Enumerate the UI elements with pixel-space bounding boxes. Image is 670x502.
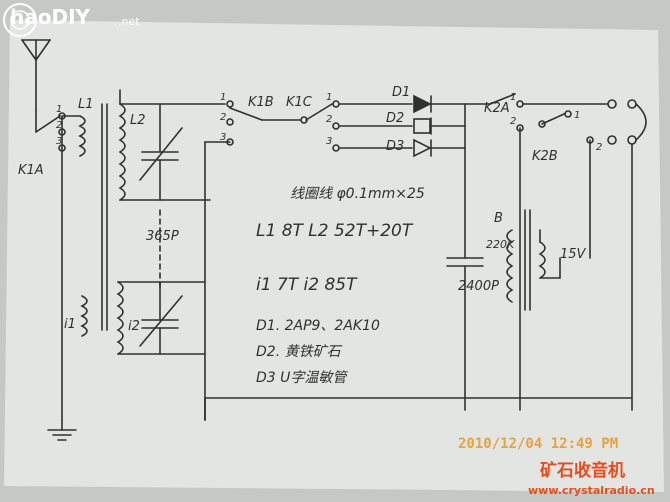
watermark-text: haoDIY: [10, 5, 91, 29]
pos-2b: 2: [220, 112, 226, 123]
label-b: B: [494, 211, 503, 226]
pos-1b: 1: [220, 92, 226, 103]
switch-k1b: [204, 100, 263, 421]
ground-icon: [47, 419, 77, 441]
label-365p: 365P: [146, 229, 179, 244]
label-l1: L1: [78, 97, 94, 112]
coil-i2: [116, 281, 206, 355]
pos-2e: 2: [596, 142, 602, 153]
note-d3: D3 U字温敏管: [256, 370, 348, 386]
antenna-icon: [21, 39, 51, 111]
site-watermark-url: www.crystalradio.cn: [528, 484, 655, 497]
note-d2: D2. 黄铁矿石: [256, 344, 343, 360]
watermark-suffix: .net: [118, 15, 140, 28]
watermark-logo: haoDIY .net: [3, 3, 140, 37]
date-stamp: 2010/12/04 12:49 PM: [458, 436, 618, 452]
label-k2b: K2B: [532, 149, 558, 164]
coil-l2: [118, 89, 226, 201]
capacitor-2400p: [446, 257, 484, 411]
diode-d2: [339, 117, 466, 135]
note-i-turns: i1 7T i2 85T: [256, 275, 358, 295]
ferrite-core: [101, 103, 108, 331]
label-l2: L2: [130, 113, 146, 128]
paper-sheet: [4, 20, 664, 492]
pos-2c: 2: [326, 114, 332, 125]
diode-d3: [339, 138, 466, 158]
coil-i1: [80, 295, 88, 337]
label-15v: 15V: [560, 247, 587, 262]
pos-2d: 2: [510, 116, 516, 127]
label-k1c: K1C: [286, 95, 313, 110]
label-d3: D3: [386, 139, 404, 154]
note-d1: D1. 2AP9、2AK10: [256, 318, 380, 334]
pos-3a: 3: [56, 136, 62, 147]
diode-d1: [339, 94, 466, 114]
label-i2: i2: [128, 319, 140, 334]
headphone-jack-icon: [607, 99, 647, 411]
variable-capacitor-top: [139, 103, 183, 201]
pos-1a: 1: [56, 104, 62, 115]
pos-2a: 2: [56, 120, 62, 131]
pos-1d: 1: [510, 92, 516, 103]
pos-3c: 3: [326, 136, 332, 147]
coil-l1: [61, 115, 86, 421]
label-k1a: K1A: [18, 163, 44, 178]
note-l-turns: L1 8T L2 52T+20T: [256, 221, 414, 241]
label-k2a: K2A: [484, 101, 510, 116]
note-wire: 线圈线 φ0.1mm×25: [290, 186, 425, 202]
label-d1: D1: [392, 85, 410, 100]
pos-3b: 3: [220, 132, 226, 143]
label-d2: D2: [386, 111, 404, 126]
switch-k2a: [464, 93, 609, 411]
switch-k2b: [538, 110, 594, 259]
label-220k: 220K: [486, 238, 515, 251]
transformer-b: [506, 209, 561, 311]
label-i1: i1: [64, 317, 76, 332]
site-watermark-cn: 矿石收音机: [540, 460, 625, 481]
variable-capacitor-bottom: [139, 281, 183, 355]
label-2400p: 2400P: [458, 279, 499, 294]
pos-1e: 1: [574, 110, 580, 121]
label-k1b: K1B: [248, 95, 274, 110]
switch-k1c: [261, 100, 340, 152]
pos-1c: 1: [326, 92, 332, 103]
